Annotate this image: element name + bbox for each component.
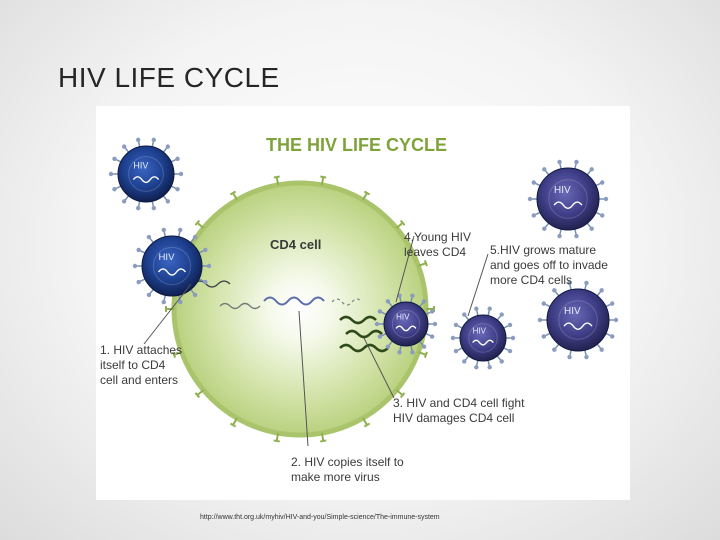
pointer-lines [143,235,489,447]
hiv-virus-label: HIV [159,252,176,263]
hiv-virus-budding: HIV [374,293,438,355]
step-5-label: 5.HIV grows mature and goes off to invad… [490,243,611,287]
diagram-title: THE HIV LIFE CYCLE [266,135,447,155]
hiv-virus-mature-top: HIV [527,159,609,239]
step-1-label: 1. HIV attaches itself to CD4 cell and e… [100,343,185,387]
cd4-cell [165,175,435,443]
hiv-virus-label: HIV [473,326,487,335]
hiv-virus-mature-right: HIV [537,280,619,360]
hiv-virus-attaching: HIV [132,227,212,305]
hiv-virus-label: HIV [396,313,410,322]
source-citation: http://www.tht.org.uk/myhiv/HIV-and-you/… [200,514,440,521]
step-2-label: 2. HIV copies itself to make more virus [291,455,407,484]
hiv-virus-layer: HIV HIV HIV HIV HIV HIV [108,137,619,370]
cd4-cell-label: CD4 cell [270,237,321,252]
hiv-virus-top-left: HIV [108,137,184,211]
diagram-canvas: THE HIV LIFE CYCLE CD4 cell HIVHIVHIVHIV… [100,135,619,484]
hiv-virus-label: HIV [564,306,581,317]
step-3-label: 3. HIV and CD4 cell fight HIV damages CD… [393,396,528,425]
hiv-virus-label: HIV [554,185,571,196]
viral-rna-strands [193,280,389,353]
hiv-virus-label: HIV [133,160,148,170]
step-4-label: 4.Young HIV leaves CD4 [404,230,474,259]
hiv-virus-young: HIV [450,306,516,370]
slide-title: HIV LIFE CYCLE [58,62,280,93]
